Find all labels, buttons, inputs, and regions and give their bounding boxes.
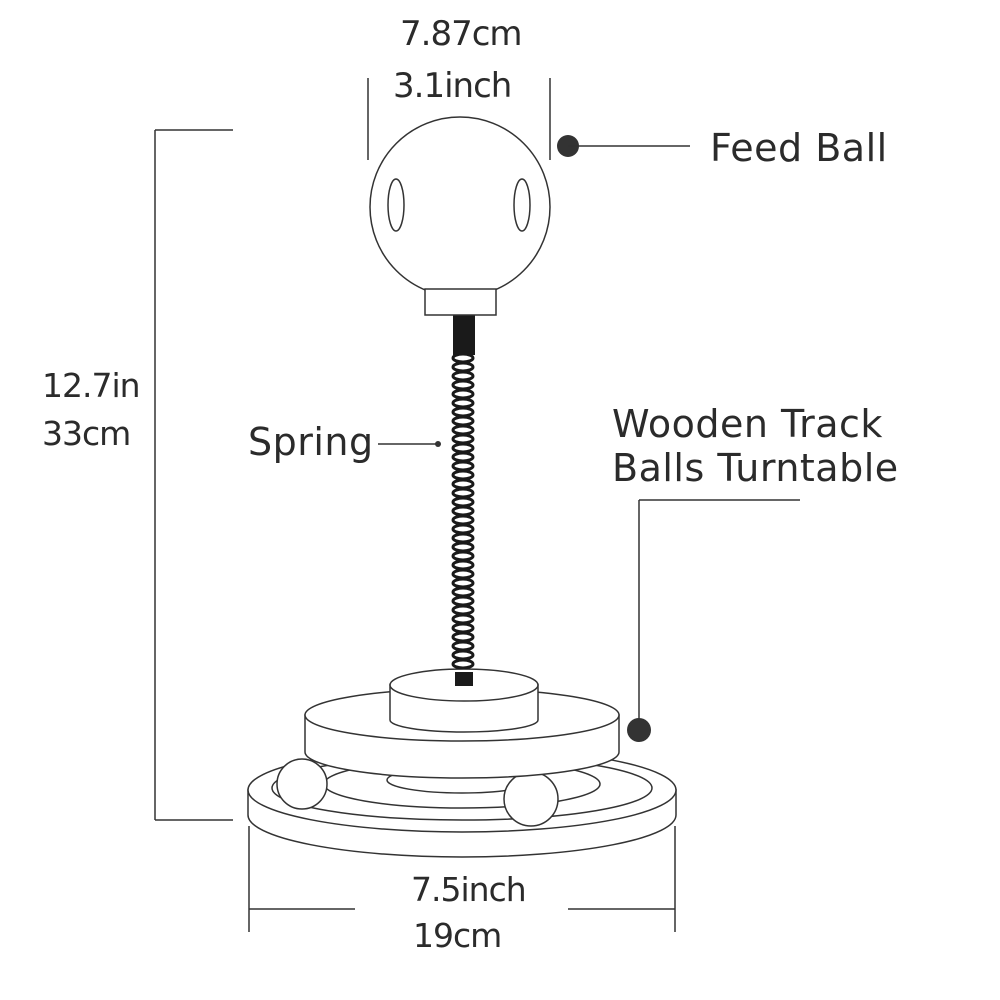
- spring-coil: [451, 424, 475, 436]
- spring-coil: [451, 514, 475, 526]
- spring-coil: [451, 388, 475, 400]
- spring-coil: [451, 604, 475, 616]
- ball-width-in-label: 3.1inch: [393, 66, 512, 106]
- feed-ball-callout: [557, 135, 690, 157]
- spring-coil: [451, 541, 475, 553]
- track-ball-right: [503, 771, 559, 827]
- spring-coil: [451, 559, 475, 571]
- spring-coil: [451, 577, 475, 589]
- spring-callout: [378, 441, 441, 447]
- turntable-label-line1: Wooden Track: [612, 402, 883, 446]
- spring-coil: [451, 352, 475, 364]
- feed-ball-collar: [424, 288, 497, 316]
- spring-coil: [451, 523, 475, 535]
- feed-ball-hole-left: [387, 178, 405, 232]
- height-cm-label: 33cm: [42, 414, 131, 453]
- spring-coil: [451, 397, 475, 409]
- spring-coil: [451, 361, 475, 373]
- spring-coil: [451, 433, 475, 445]
- spring-coil: [451, 469, 475, 481]
- base-width-cm-label: 19cm: [413, 916, 502, 955]
- spring-coil: [451, 460, 475, 472]
- spring-coil: [451, 595, 475, 607]
- track-balls: [276, 758, 559, 827]
- spring-coil: [451, 442, 475, 454]
- spring-coil: [451, 586, 475, 598]
- height-dimension-bracket: [154, 129, 233, 821]
- spring: [451, 315, 475, 686]
- spring-coil: [451, 487, 475, 499]
- spring-coil: [451, 640, 475, 652]
- spring-coil: [451, 649, 475, 661]
- base-width-dimension-line: [248, 826, 676, 932]
- ball-width-cm-label: 7.87cm: [400, 14, 523, 54]
- spring-coil: [451, 478, 475, 490]
- base-width-in-label: 7.5inch: [411, 870, 527, 909]
- spring-coil: [451, 415, 475, 427]
- spring-coil: [451, 406, 475, 418]
- spring-coil: [451, 451, 475, 463]
- feed-ball-label: Feed Ball: [710, 126, 888, 170]
- turntable-label-line2: Balls Turntable: [612, 446, 899, 490]
- track-ball-left: [276, 758, 328, 810]
- spring-coil: [451, 370, 475, 382]
- height-in-label: 12.7in: [42, 366, 141, 405]
- spring-coil: [451, 496, 475, 508]
- spring-coil: [451, 613, 475, 625]
- spring-coil: [451, 505, 475, 517]
- feed-ball-hole-right: [513, 178, 531, 232]
- ball-width-dimension-ticks: [367, 78, 551, 160]
- spring-coil: [451, 631, 475, 643]
- spring-coil: [451, 550, 475, 562]
- spring-coil: [451, 622, 475, 634]
- spring-coil: [451, 532, 475, 544]
- feed-ball: [369, 116, 551, 316]
- spring-coil: [451, 658, 475, 670]
- turntable-callout: [627, 499, 800, 742]
- spring-label: Spring: [248, 420, 374, 464]
- spring-coil: [451, 568, 475, 580]
- spring-coil: [451, 379, 475, 391]
